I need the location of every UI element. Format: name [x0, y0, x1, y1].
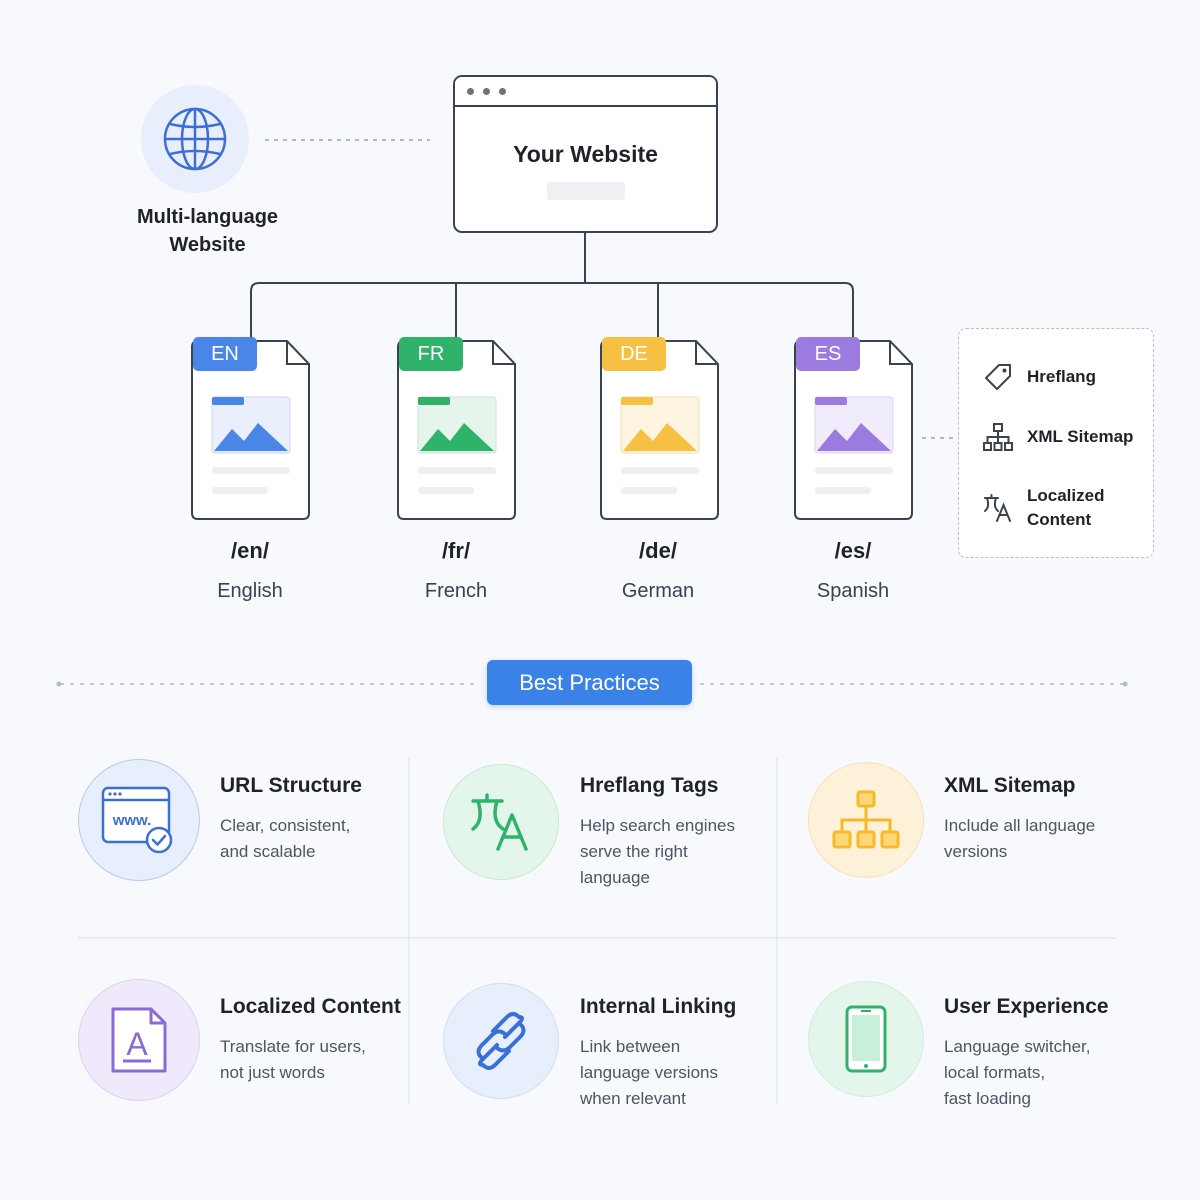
branch-line — [250, 282, 854, 338]
card-title: XML Sitemap — [944, 774, 1076, 797]
card-title: URL Structure — [220, 774, 362, 797]
card-title: User Experience — [944, 995, 1109, 1018]
legend-box: Hreflang XML Sitemap Locali — [958, 328, 1154, 558]
card-title: Internal Linking — [580, 995, 737, 1018]
browser-title-bar — [455, 77, 716, 107]
document-a-icon: A — [111, 1007, 167, 1073]
language-code-badge: DE — [602, 337, 666, 371]
window-dot — [483, 87, 490, 95]
document-icon — [397, 340, 516, 520]
globe-icon — [163, 107, 227, 171]
language-path: /fr/ — [441, 538, 471, 563]
card-description: Link between language versions when rele… — [580, 1037, 718, 1108]
placeholder-bar — [546, 182, 625, 200]
card-icon-circle: www. — [78, 759, 200, 881]
card-icon-circle: A — [78, 979, 200, 1101]
website-browser-window: Your Website — [453, 75, 718, 233]
language-name: German — [621, 580, 695, 602]
language-path: /es/ — [834, 538, 872, 563]
globe-badge — [141, 85, 249, 193]
link-icon — [476, 1012, 526, 1070]
language-code-badge: EN — [193, 337, 257, 371]
card-icon-circle — [808, 981, 924, 1097]
card-icon-circle — [443, 764, 559, 880]
language-code-badge: ES — [796, 337, 860, 371]
legend-item-xml-sitemap: XML Sitemap — [983, 422, 1133, 452]
sitemap-icon — [983, 423, 1013, 451]
document-icon — [794, 340, 913, 520]
language-name: English — [217, 580, 283, 602]
document-icon — [600, 340, 719, 520]
card-description: Clear, consistent, and scalable — [220, 816, 351, 861]
site-label: Multi-language Website — [136, 206, 279, 256]
legend-label: Hreflang — [1027, 367, 1096, 386]
translate-icon — [984, 494, 1011, 522]
smartphone-icon — [845, 1005, 887, 1073]
divider-dot-left — [56, 681, 62, 687]
card-description: Help search engines serve the right lang… — [580, 816, 735, 887]
legend-item-hreflang: Hreflang — [983, 362, 1096, 392]
card-icon-circle — [443, 983, 559, 1099]
language-code-badge: FR — [399, 337, 463, 371]
language-path: /en/ — [231, 538, 269, 563]
window-dot — [467, 87, 474, 95]
sitemap-icon — [832, 790, 900, 849]
language-name: Spanish — [816, 580, 890, 602]
best-practices-heading: Best Practices — [487, 660, 692, 705]
card-title: Hreflang Tags — [580, 774, 719, 797]
letter-a-text: A — [126, 1026, 148, 1062]
legend-label: Localized Content — [1027, 486, 1105, 529]
legend-label: XML Sitemap — [1027, 427, 1134, 446]
tag-icon — [985, 364, 1011, 390]
window-dot — [499, 87, 506, 95]
url-browser-icon: www. — [101, 786, 173, 854]
document-icon — [191, 340, 310, 520]
legend-item-localized-content: Localized Content — [983, 484, 1104, 532]
card-description: Include all language versions — [944, 816, 1096, 861]
card-description: Translate for users, not just words — [220, 1037, 366, 1082]
browser-title: Your Website — [513, 141, 658, 167]
divider-dot-right — [1122, 681, 1128, 687]
language-name: French — [424, 580, 488, 602]
card-title: Localized Content — [220, 995, 401, 1018]
translate-icon — [471, 793, 528, 851]
language-path: /de/ — [639, 538, 677, 563]
card-description: Language switcher, local formats, fast l… — [944, 1037, 1091, 1108]
card-icon-circle — [808, 762, 924, 878]
www-text: www. — [112, 812, 152, 829]
